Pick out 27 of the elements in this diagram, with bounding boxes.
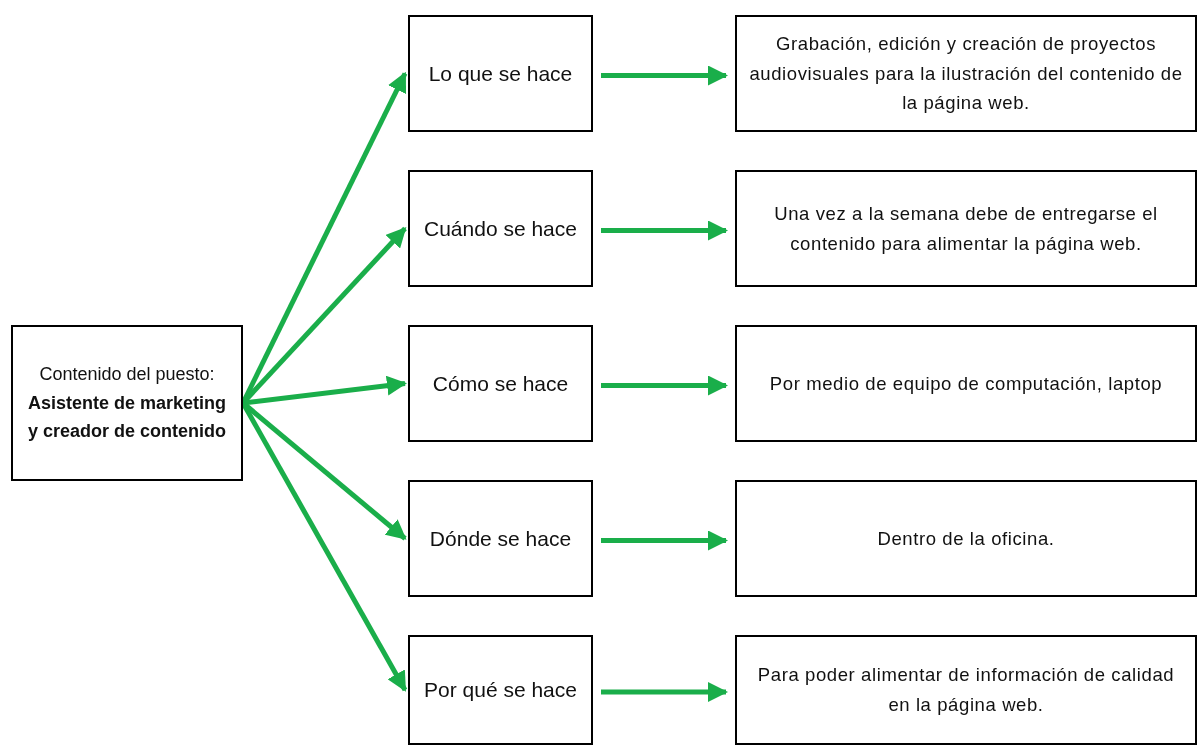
question-box [408,15,593,132]
answer-box [735,480,1197,597]
answer-text: Una vez a la semana debe de entregarse el contenido para alimentar la página web. [773,201,1159,256]
answer-text: Por medio de equipo de computación, laptop [769,371,1163,396]
question-box [408,480,593,597]
answer-text: Grabación, edición y creación de proyectos audiovisuales para la ilustración del contenido de la página web. [748,32,1184,116]
arrow [601,682,728,702]
answer-box [735,170,1197,287]
arrow [601,530,728,551]
question-text: Cuándo se hace [424,215,577,242]
topic-text: Contenido del puesto: Asistente de marketing y creador de contenido [26,362,228,444]
question-text: Lo que se hace [428,60,573,87]
question-box [408,325,593,442]
answer-text: Para poder alimentar de información de calidad en la página web. [756,663,1176,717]
arrow [601,375,728,396]
answer-text: Dentro de la oficina. [877,526,1055,551]
answer-box [735,15,1197,132]
question-text: Por qué se hace [424,677,577,704]
arrow [601,220,728,241]
question-box [408,635,593,745]
answer-box [735,635,1197,745]
question-text: Dónde se hace [429,525,572,552]
question-text: Cómo se hace [432,370,569,397]
arrow [601,65,728,86]
topic-box [11,325,243,481]
question-box [408,170,593,287]
answer-box [735,325,1197,442]
